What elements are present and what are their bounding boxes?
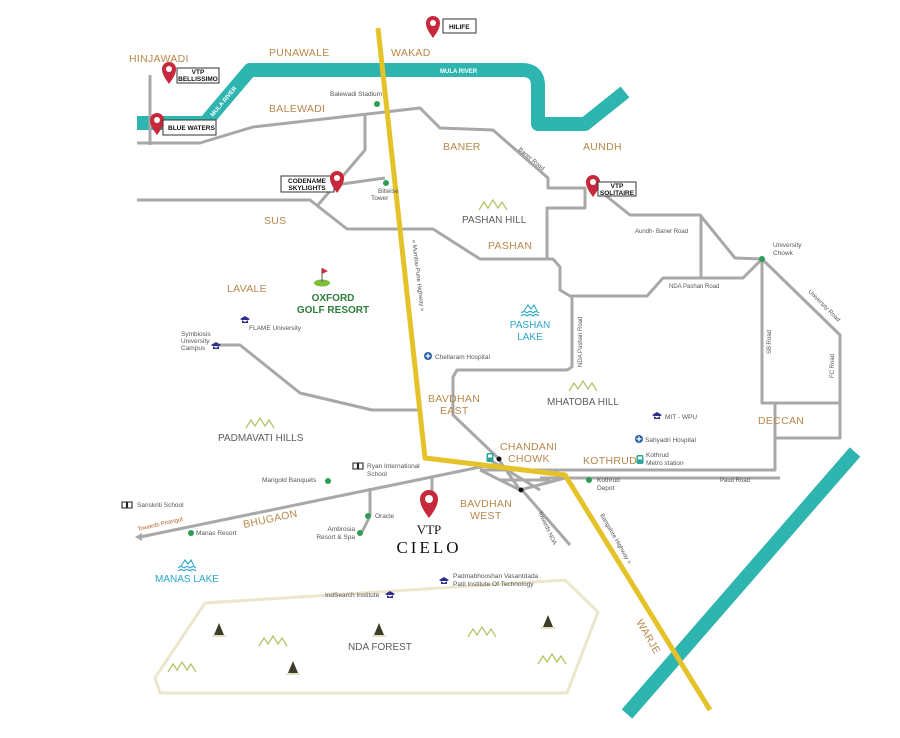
svg-text:« Mumbai-Pune Highway »: « Mumbai-Pune Highway » — [410, 240, 425, 313]
svg-text:NDA Pashan Road: NDA Pashan Road — [669, 284, 719, 290]
svg-text:Chellaram Hospital: Chellaram Hospital — [435, 354, 490, 361]
svg-text:Sahyadri Hospital: Sahyadri Hospital — [645, 437, 696, 444]
svg-text:Marigold Banquets: Marigold Banquets — [262, 477, 317, 484]
svg-text:NDA Pashan Road: NDA Pashan Road — [578, 317, 584, 367]
svg-text:VTP: VTP — [417, 522, 442, 537]
svg-text:Sanskriti School: Sanskriti School — [137, 502, 184, 509]
svg-text:Manas Resort: Manas Resort — [196, 530, 237, 537]
svg-text:SB Road: SB Road — [767, 330, 773, 354]
locality-punawale: PUNAWALE — [269, 47, 330, 59]
svg-text:FLAME University: FLAME University — [249, 325, 302, 332]
svg-text:BLUE WATERS: BLUE WATERS — [168, 125, 215, 132]
svg-text:Oracle: Oracle — [375, 513, 395, 520]
locality-pashan: PASHAN — [488, 240, 532, 252]
svg-text:Paud Road: Paud Road — [720, 478, 750, 484]
river-label: MULA RIVER — [440, 69, 478, 75]
nda-forest-boundary — [153, 578, 600, 695]
hill-padmavati: PADMAVATI HILLS — [218, 433, 304, 444]
hill-pashan: PASHAN HILL — [462, 215, 527, 226]
lake-manas: MANAS LAKE — [155, 574, 219, 585]
svg-text:MIT - WPU: MIT - WPU — [665, 414, 697, 421]
svg-text:IndSearch Institute: IndSearch Institute — [325, 592, 380, 599]
nda-forest-label: NDA FOREST — [348, 642, 412, 653]
mountain-icon — [245, 417, 275, 429]
project-hilife[interactable]: HILIFE — [426, 16, 477, 38]
locality-hinjawadi: HINJAWADI — [129, 53, 189, 65]
project-vtp-cielo[interactable]: VTP CIELO — [396, 490, 461, 557]
svg-text:FC Road: FC Road — [830, 354, 836, 378]
svg-text:CIELO: CIELO — [396, 538, 461, 557]
mountain-icon — [478, 199, 508, 211]
highway — [375, 27, 713, 712]
locality-balewadi: BALEWADI — [269, 103, 325, 115]
svg-text:HILIFE: HILIFE — [449, 24, 470, 31]
locality-labels: HINJAWADI PUNAWALE WAKAD BALEWADI BANER … — [129, 47, 804, 656]
locality-kothrud: KOTHRUD — [583, 455, 637, 467]
mountain-icon — [568, 380, 598, 392]
hill-mhatoba: MHATOBA HILL — [547, 397, 619, 408]
mula-river — [137, 63, 630, 131]
locality-deccan: DECCAN — [758, 415, 804, 427]
road-network — [135, 75, 842, 546]
svg-text:Aundh- Baner Road: Aundh- Baner Road — [635, 229, 688, 235]
locality-sus: SUS — [264, 215, 287, 227]
lake-icon — [177, 559, 197, 572]
locality-wakad: WAKAD — [391, 47, 431, 59]
mutha-river — [621, 447, 861, 719]
svg-text:Balewadi Stadium: Balewadi Stadium — [330, 91, 382, 98]
svg-text:Baner Road: Baner Road — [517, 147, 545, 172]
locality-baner: BANER — [443, 141, 481, 153]
locality-aundh: AUNDH — [583, 141, 622, 153]
locality-lavale: LAVALE — [227, 283, 267, 295]
lake-icon — [520, 304, 540, 317]
project-blue-waters[interactable]: BLUE WATERS — [150, 113, 217, 136]
